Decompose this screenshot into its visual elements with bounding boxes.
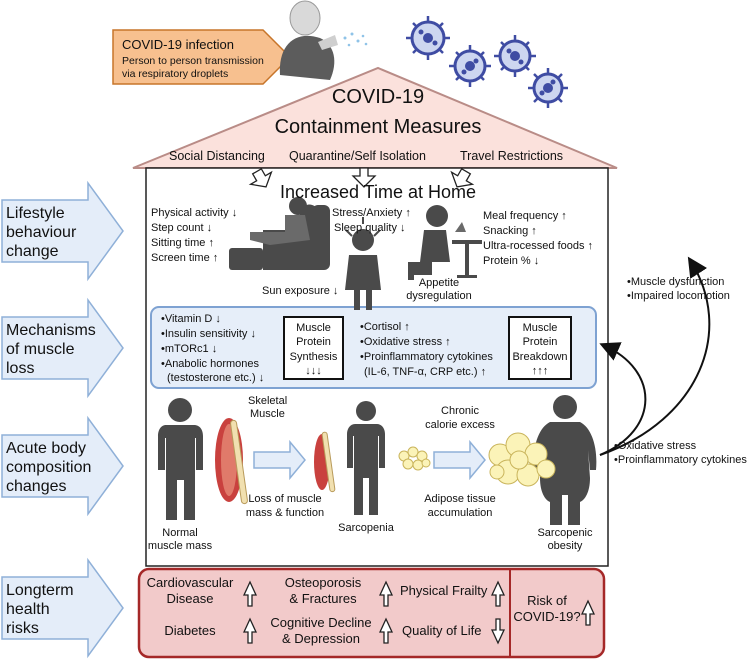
side-label-body: Acute body composition changes bbox=[6, 440, 92, 496]
lifestyle-sun: Sun exposure ↓ bbox=[262, 285, 339, 297]
risk-cognitive-2: & Depression bbox=[281, 631, 361, 646]
muscle-protein-synthesis-box: Muscle Protein Synthesis ↓↓↓ bbox=[283, 316, 344, 380]
mechanisms-panel bbox=[150, 306, 597, 389]
measure-social-distancing: Social Distancing bbox=[169, 149, 265, 163]
person-coughing-icon bbox=[279, 0, 368, 80]
chronic-label-1: Chronic bbox=[441, 405, 479, 417]
lifestyle-right-2: Ultra-rocessed foods ↑ bbox=[483, 240, 594, 252]
lifestyle-middle-1: Sleep quality ↓ bbox=[334, 222, 406, 234]
mech-left-0: •Vitamin D ↓ bbox=[161, 313, 221, 325]
obesity-label-1: Sarcopenic bbox=[537, 527, 593, 539]
measure-travel-restrictions: Travel Restrictions bbox=[460, 149, 564, 163]
infection-title: COVID-19 infection bbox=[122, 37, 234, 52]
skeletal-label-1: Skeletal bbox=[248, 395, 288, 407]
risk-cardio-1: Cardiovascular bbox=[146, 575, 234, 590]
risk-osteo-1: Osteoporosis bbox=[284, 575, 362, 590]
normal-label-2: muscle mass bbox=[147, 540, 213, 552]
muscle-protein-breakdown-box: Muscle Protein Breakdown ↑↑↑ bbox=[508, 316, 572, 380]
lifestyle-left-2: Sitting time ↑ bbox=[151, 237, 214, 249]
risk-cardio-2: Disease bbox=[166, 591, 214, 606]
lifestyle-appetite-1: Appetite bbox=[418, 277, 460, 289]
roof-title-2: Containment Measures bbox=[274, 116, 482, 138]
risk-osteo-2: & Fractures bbox=[289, 591, 357, 606]
side-label-lifestyle: Lifestyle behaviour change bbox=[6, 205, 77, 261]
mech-right-1: •Oxidative stress ↑ bbox=[360, 336, 451, 348]
risks-panel bbox=[137, 567, 606, 659]
feedback-lower-1: •Proinflammatory cytokines bbox=[614, 454, 747, 466]
adipose-label-2: accumulation bbox=[427, 507, 493, 519]
loss-arrow bbox=[253, 439, 306, 481]
lifestyle-left-3: Screen time ↑ bbox=[151, 252, 219, 264]
mech-left-3: •Anabolic hormones bbox=[161, 358, 260, 370]
risk-diabetes: Diabetes bbox=[164, 623, 216, 638]
mech-right-0: •Cortisol ↑ bbox=[360, 321, 410, 333]
lifestyle-appetite-2: dysregulation bbox=[406, 290, 472, 302]
home-title: Increased Time at Home bbox=[279, 182, 477, 202]
lifestyle-left-0: Physical activity ↓ bbox=[151, 207, 238, 219]
fat-cells-icon bbox=[398, 432, 556, 487]
infection-line2: via respiratory droplets bbox=[122, 68, 229, 80]
synthesis-line-1: Protein bbox=[296, 336, 331, 349]
chronic-label-2: calorie excess bbox=[425, 419, 495, 431]
risk-covid-1: Risk of bbox=[527, 593, 567, 608]
lifestyle-left-1: Step count ↓ bbox=[151, 222, 213, 234]
mech-left-4: (testosterone etc.) ↓ bbox=[167, 372, 265, 384]
obesity-label-2: obesity bbox=[547, 540, 583, 552]
roof-title-1: COVID-19 bbox=[331, 86, 425, 108]
risk-qol: Quality of Life bbox=[402, 623, 482, 638]
side-arrows bbox=[1, 180, 124, 659]
body-silhouette-icon bbox=[158, 395, 597, 525]
loss-label-2: mass & function bbox=[245, 507, 325, 519]
risk-arrows bbox=[242, 580, 596, 645]
breakdown-line-2: Breakdown bbox=[512, 350, 568, 363]
muscle-icon bbox=[215, 418, 336, 505]
risk-cognitive-1: Cognitive Decline bbox=[270, 615, 372, 630]
breakdown-line-1: Protein bbox=[522, 336, 558, 349]
loss-label-1: Loss of muscle bbox=[248, 493, 322, 505]
feedback-upper-0: •Muscle dysfunction bbox=[627, 276, 725, 288]
infection-line1: Person to person transmission bbox=[122, 55, 264, 67]
synthesis-line-3: ↓↓↓ bbox=[305, 364, 322, 377]
lifestyle-middle-0: Stress/Anxiety ↑ bbox=[332, 207, 411, 219]
mech-right-2: •Proinflammatory cytokines bbox=[360, 351, 493, 363]
side-label-risks: Longterm health risks bbox=[6, 582, 74, 638]
synthesis-line-2: Synthesis bbox=[289, 350, 338, 363]
virus-icon bbox=[406, 16, 568, 108]
risk-covid-2: COVID-19? bbox=[513, 609, 581, 624]
mech-left-1: •Insulin sensitivity ↓ bbox=[161, 328, 256, 340]
sarcopenia-label: Sarcopenia bbox=[338, 522, 394, 534]
infection-banner bbox=[112, 29, 292, 85]
eating-person-icon bbox=[408, 205, 482, 280]
stressed-person-icon bbox=[345, 217, 381, 310]
mech-right-3: (IL-6, TNF-α, CRP etc.) ↑ bbox=[364, 366, 487, 378]
breakdown-line-3: ↑↑↑ bbox=[531, 364, 549, 377]
breakdown-line-0: Muscle bbox=[522, 322, 558, 334]
feedback-arrow-lower bbox=[599, 342, 647, 456]
lifestyle-right-3: Protein % ↓ bbox=[483, 255, 540, 267]
measure-arrows bbox=[248, 167, 475, 188]
feedback-upper-1: •Impaired locomotion bbox=[627, 290, 730, 302]
side-label-mechanisms: Mechanisms of muscle loss bbox=[6, 322, 96, 378]
synthesis-line-0: Muscle bbox=[296, 322, 331, 334]
normal-label-1: Normal bbox=[162, 527, 198, 539]
feedback-arrow-upper bbox=[599, 256, 711, 456]
adipose-arrow bbox=[433, 439, 486, 481]
adipose-label-1: Adipose tissue bbox=[424, 493, 496, 505]
lifestyle-right-0: Meal frequency ↑ bbox=[483, 210, 567, 222]
skeletal-label-2: Muscle bbox=[250, 408, 285, 420]
mech-left-2: •mTORc1 ↓ bbox=[161, 343, 218, 355]
armchair-person-icon bbox=[229, 197, 330, 270]
measure-quarantine: Quarantine/Self Isolation bbox=[289, 149, 426, 163]
feedback-lower-0: •Oxidative stress bbox=[614, 440, 697, 452]
lifestyle-right-1: Snacking ↑ bbox=[483, 225, 537, 237]
risk-frailty: Physical Frailty bbox=[400, 583, 488, 598]
